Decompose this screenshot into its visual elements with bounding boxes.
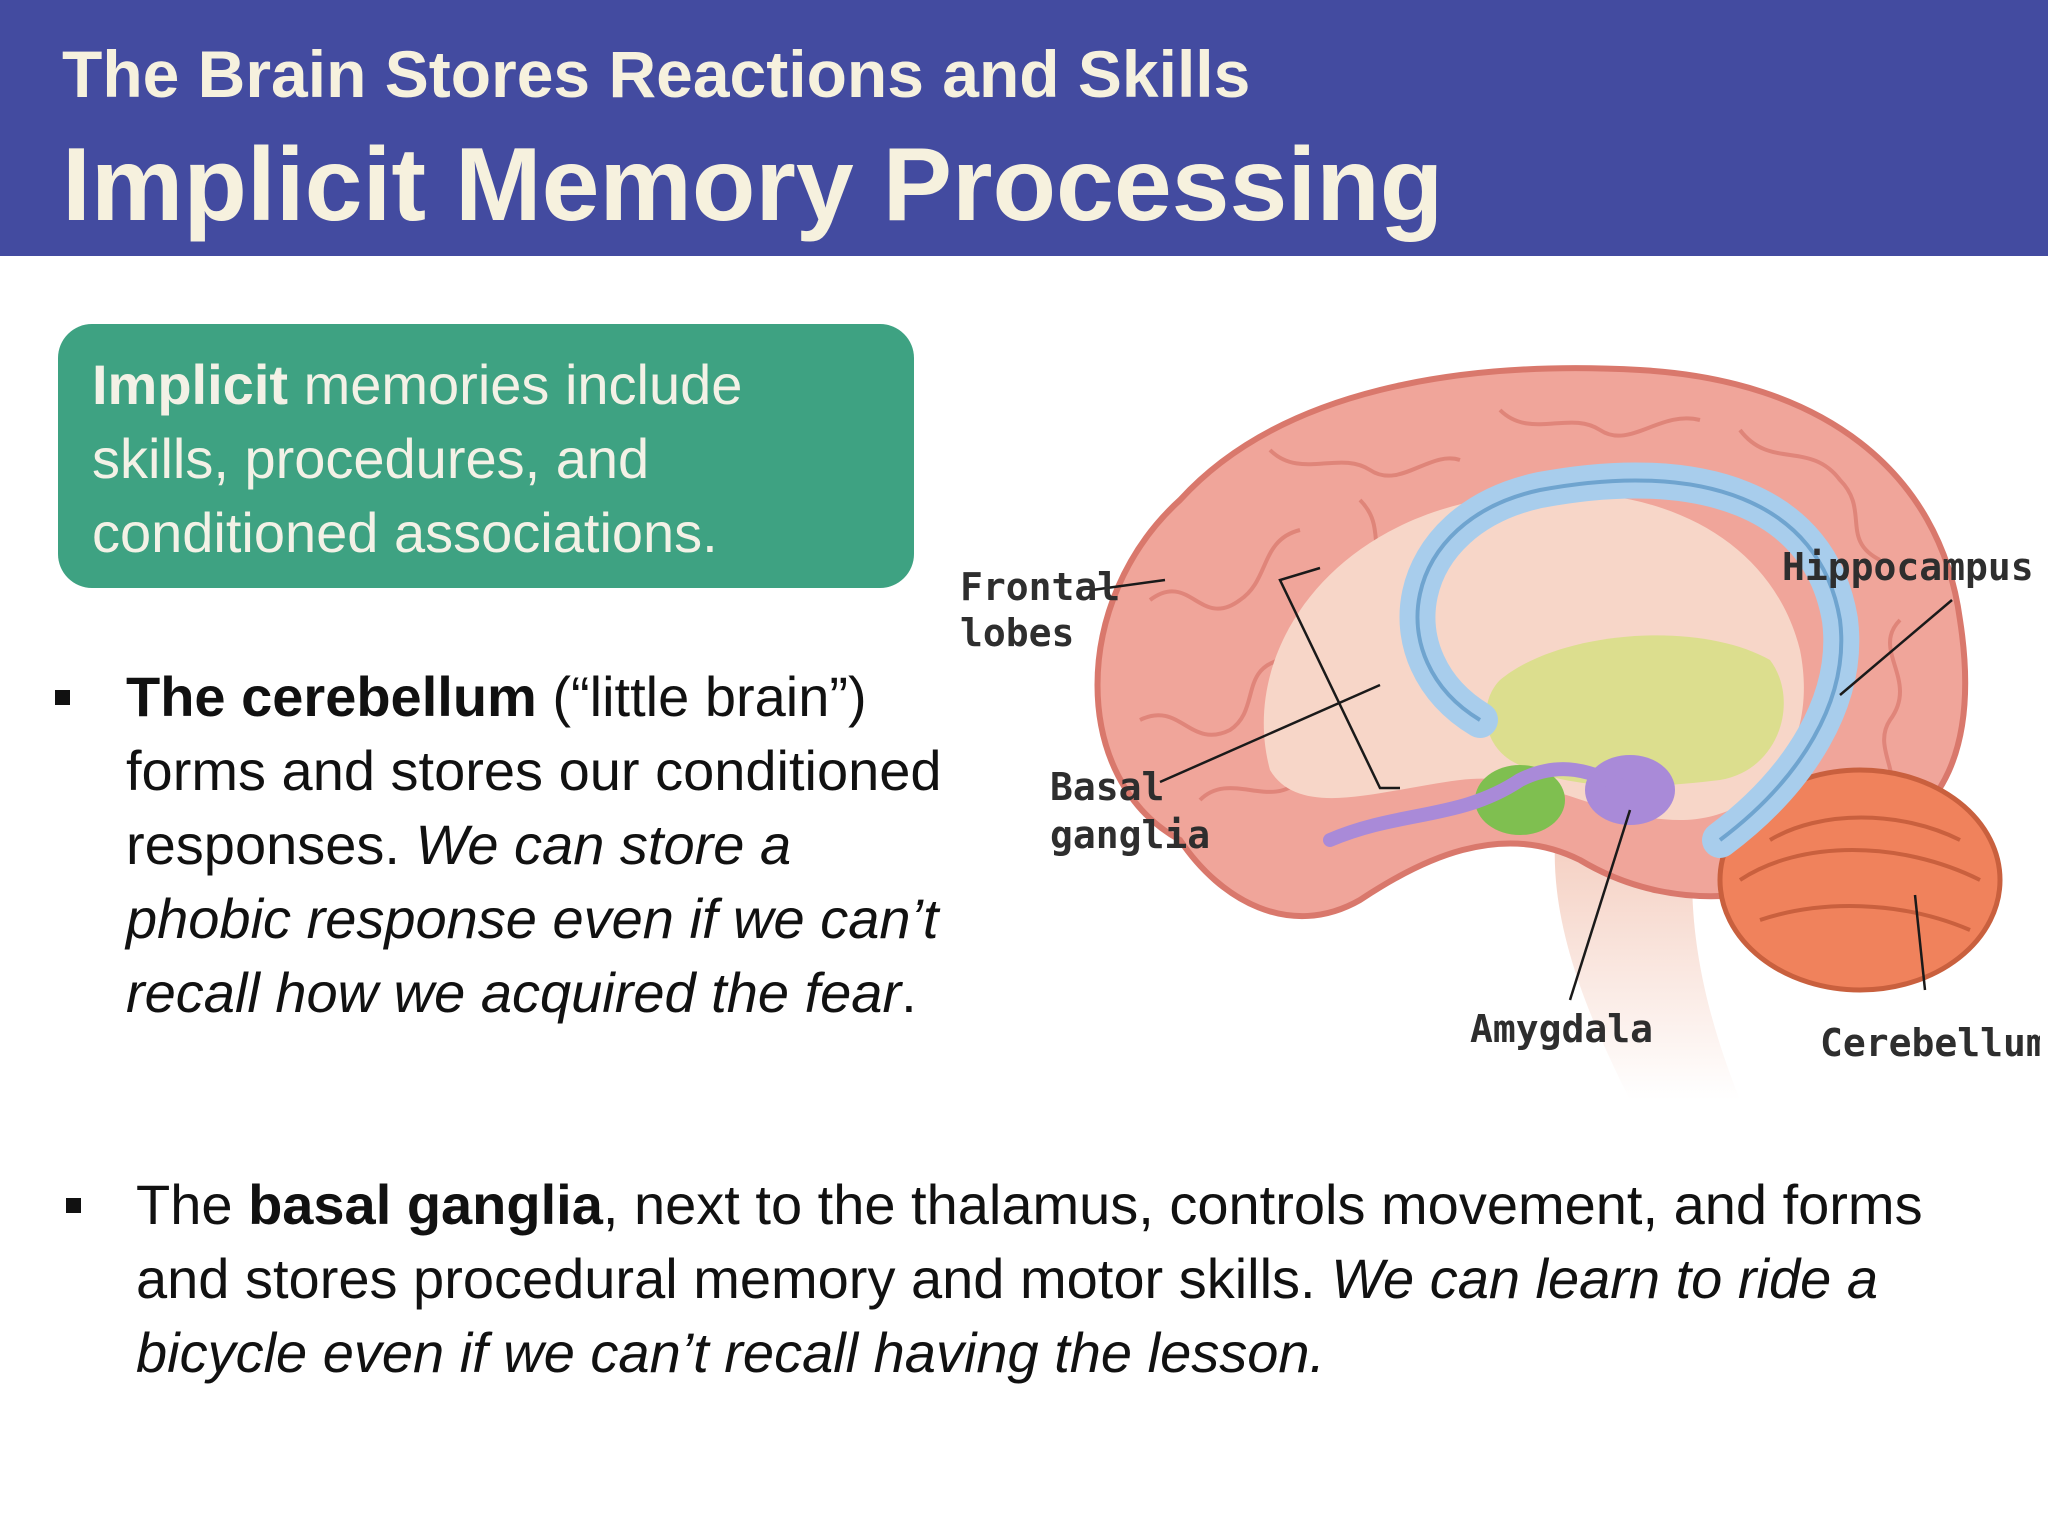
slide-header: The Brain Stores Reactions and Skills Im… (0, 0, 2048, 256)
bullet-cerebellum-example: We can store a phobic response even if w… (126, 813, 939, 1024)
fornix-shape (1323, 762, 1637, 847)
callout-bold-text: Implicit (92, 353, 289, 416)
bullet-basal-bold: basal ganglia (248, 1173, 603, 1236)
bullet-cerebellum-text: (“little brain”) forms and stores our co… (126, 665, 942, 876)
cerebellum-folds (1738, 815, 1981, 932)
slide-subtitle: The Brain Stores Reactions and Skills (62, 37, 1251, 111)
bullet-square-icon (66, 1198, 81, 1213)
bullet-basal-ganglia: The basal ganglia, next to the thalamus,… (66, 1168, 1936, 1390)
brain-diagram: Frontal lobes Basal ganglia Hippocampus … (960, 365, 2040, 1100)
bullet-cerebellum-bold: The cerebellum (126, 665, 537, 728)
label-amygdala: Amygdala (1470, 1007, 1653, 1051)
slide-title: Implicit Memory Processing (62, 127, 1444, 243)
bullet-basal-example: We can learn to ride a bicycle even if w… (136, 1247, 1878, 1384)
cerebellum-shape (1717, 767, 2003, 993)
label-frontal-line2: lobes (960, 611, 1074, 655)
hippocampus-edge (1415, 478, 1844, 842)
callout-text: memories include skills, procedures, and… (92, 353, 743, 564)
bullet-cerebellum-end: . (901, 961, 917, 1024)
bullet-basal-lead: The (136, 1173, 249, 1236)
label-frontal-line1: Frontal (960, 565, 1120, 609)
leader-lines (1091, 566, 1953, 1001)
bullet-square-icon (55, 690, 70, 705)
basal-ganglia-shape (1486, 635, 1784, 786)
label-basal-line1: Basal (1050, 765, 1164, 809)
green-structure-shape (1475, 765, 1565, 835)
implicit-memory-callout: Implicit memories include skills, proced… (58, 324, 914, 588)
bullet-basal-text: , next to the thalamus, controls movemen… (136, 1173, 1923, 1310)
label-cerebellum: Cerebellum (1820, 1021, 2040, 1065)
label-hippocampus: Hippocampus (1782, 545, 2034, 589)
bullet-cerebellum: The cerebellum (“little brain”) forms an… (55, 660, 966, 1030)
label-basal-line2: ganglia (1050, 813, 1210, 857)
brainstem-shape (1554, 800, 1740, 1100)
